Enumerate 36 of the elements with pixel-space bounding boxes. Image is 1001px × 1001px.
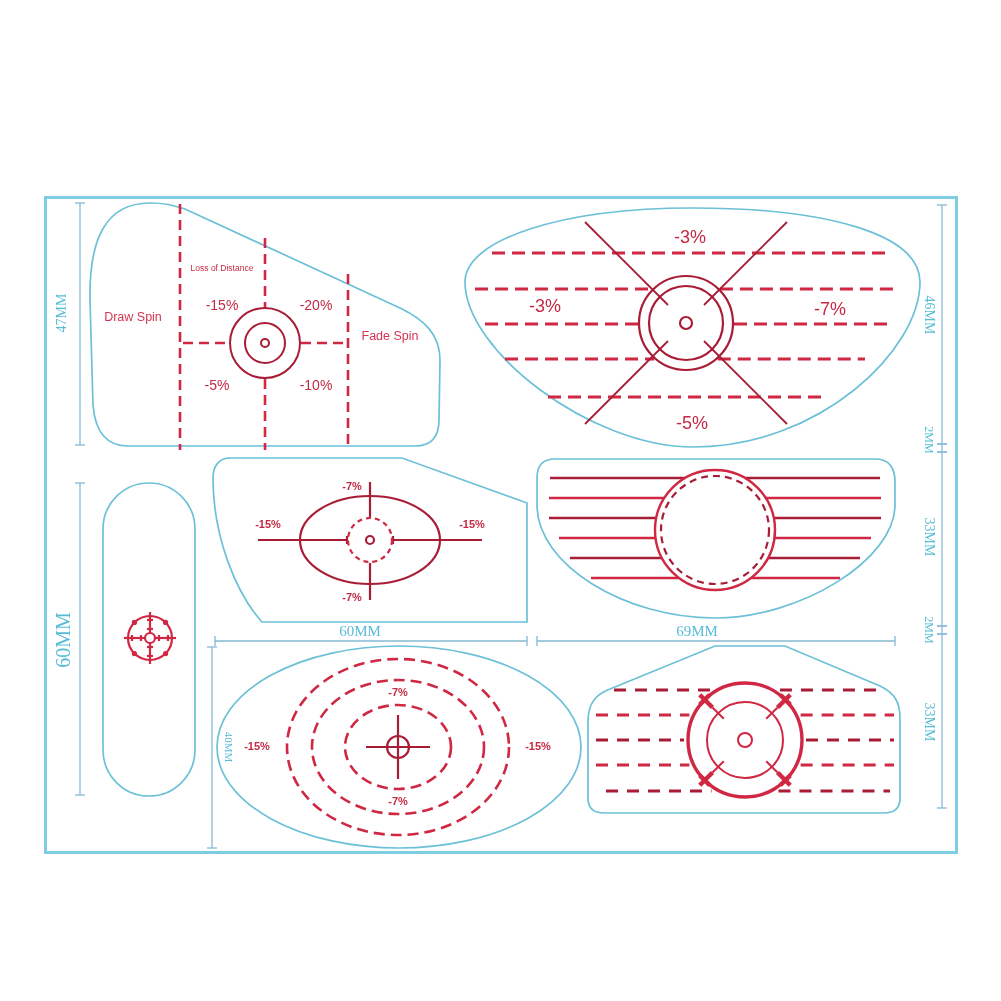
percentage-label: -15%	[459, 519, 485, 531]
percentage-label: -7%	[342, 592, 362, 604]
percentage-label: -7%	[342, 481, 362, 493]
driver-face-outline	[464, 207, 921, 448]
dimension-label: 69MM	[676, 623, 718, 639]
percentage-label: -7%	[388, 687, 408, 699]
dimension-label: 33MM	[922, 702, 936, 742]
dimension-label: 46MM	[922, 295, 936, 335]
percentage-label: -10%	[299, 377, 333, 393]
spin-label: Fade Spin	[361, 330, 419, 344]
oval-face-outline	[216, 645, 582, 849]
dimension-label: 60MM	[339, 623, 381, 639]
percentage-label: -15%	[205, 297, 239, 313]
dimension-label: 2MM	[923, 426, 935, 454]
dimension-label: 60MM	[53, 612, 73, 668]
narrow-face-outline	[102, 482, 196, 797]
percentage-label: -7%	[388, 796, 408, 808]
percentage-label: -15%	[244, 741, 270, 753]
percentage-label: -20%	[299, 297, 333, 313]
spin-label: Draw Spin	[104, 311, 162, 325]
percentage-label: -5%	[676, 413, 708, 433]
dimension-label: 33MM	[922, 517, 936, 557]
percentage-label: -3%	[674, 227, 706, 247]
percentage-label: -5%	[204, 377, 230, 393]
percentage-label: -7%	[814, 299, 846, 319]
iron-face-outline	[88, 202, 442, 448]
percentage-label: -3%	[529, 296, 561, 316]
percentage-label: -15%	[255, 519, 281, 531]
wedge-face-outline	[212, 457, 528, 623]
dimension-label: 40MM	[222, 731, 234, 763]
dimension-label: 2MM	[923, 616, 935, 644]
hybrid-face-outline	[587, 645, 901, 814]
zone-label: Loss of Distance	[190, 263, 254, 273]
dimension-label: 47MM	[55, 293, 69, 333]
percentage-label: -15%	[525, 741, 551, 753]
putter-face-outline	[536, 458, 896, 619]
